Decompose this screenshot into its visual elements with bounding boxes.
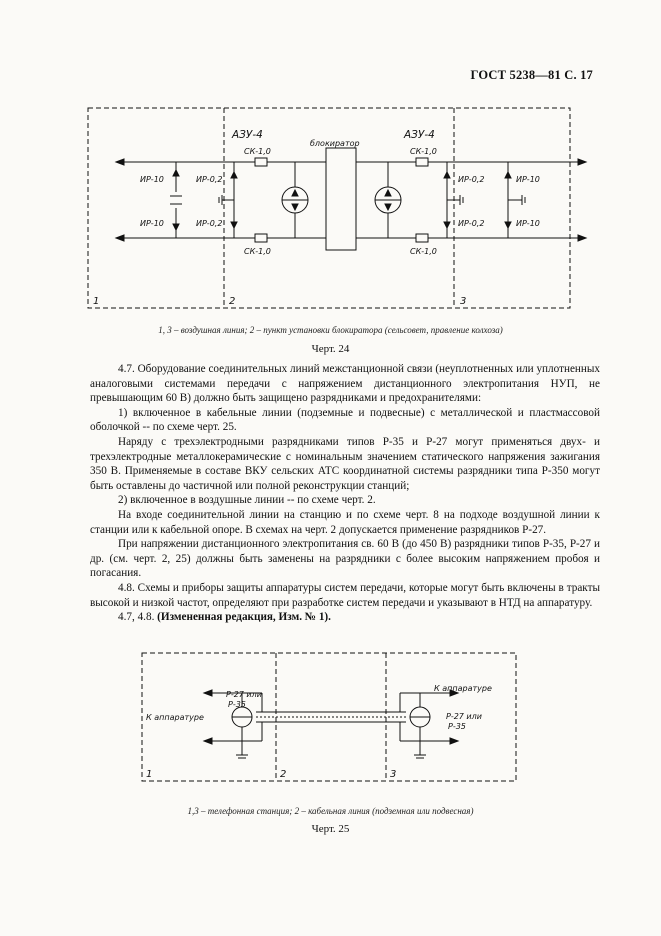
figure-24-diagram: АЗУ-4 АЗУ-4 блокиратор СК-1,0 СК-1,0 СК-… [87, 107, 588, 309]
arrow-right-bottom [577, 234, 588, 242]
paragraph-arresters: Наряду с трехэлектродными разрядниками т… [90, 435, 600, 492]
ir10-tl-label: ИР-10 [140, 175, 164, 184]
ir02-tr-label: ИР-0,2 [458, 175, 484, 184]
zone-3-label: 3 [460, 296, 466, 307]
fuse-tl-label: СК-1,0 [244, 147, 271, 156]
paragraph-item-1: 1) включенное в кабельные линии (подземн… [90, 406, 600, 434]
arrester-right-type-1: Р-27 или [446, 712, 482, 721]
figure-24: АЗУ-4 АЗУ-4 блокиратор СК-1,0 СК-1,0 СК-… [0, 100, 661, 315]
azu-right-label: АЗУ-4 [403, 129, 435, 141]
ir02-br-label: ИР-0,2 [458, 219, 484, 228]
figure-24-number: Черт. 24 [311, 343, 350, 355]
zone-3-label-25: 3 [390, 769, 396, 780]
figure-24-caption: 1, 3 – воздушная линия; 2 – пункт устано… [158, 325, 503, 335]
paragraph-voltage: При напряжении дистанционного электропит… [90, 538, 600, 580]
paragraph-4-7: 4.7. Оборудование соединительных линий м… [90, 363, 600, 405]
ir02-tl-label: ИР-0,2 [196, 175, 222, 184]
paragraph-4-8: 4.8. Схемы и приборы защиты аппаратуры с… [90, 581, 600, 609]
fuse-br-label: СК-1,0 [410, 247, 437, 256]
ir10-bl-label: ИР-10 [140, 219, 164, 228]
ir10-br-label: ИР-10 [516, 219, 540, 228]
arrow-left-bottom [114, 234, 125, 242]
arrester-left-type-1: Р-27 или [226, 690, 262, 699]
arrester-left-type-2: Р-35 [228, 700, 246, 709]
to-apparatus-left: К аппаратуре [146, 713, 204, 722]
body-text: 4.7. Оборудование соединительных линий м… [90, 362, 600, 625]
zone-1-label-25: 1 [146, 769, 152, 780]
to-apparatus-right: К аппаратуре [434, 684, 492, 693]
paragraph-revision: 4.7, 4.8. (Измененная редакция, Изм. № 1… [90, 610, 600, 625]
revision-note: (Измененная редакция, Изм. № 1). [157, 611, 331, 624]
ir10-tr-label: ИР-10 [516, 175, 540, 184]
blocker-box [325, 147, 357, 251]
paragraph-item-2: 2) включенное в воздушные линии -- по сх… [118, 494, 376, 507]
paragraph-input: На входе соединительной линии на станцию… [90, 508, 600, 536]
arrow-left-top [114, 158, 125, 166]
page-header: ГОСТ 5238—81 С. 17 [470, 68, 593, 82]
arrester-right-type-2: Р-35 [448, 722, 466, 731]
fuse-bl-label: СК-1,0 [244, 247, 271, 256]
blocker-label: блокиратор [310, 139, 360, 148]
zone-frame-25 [141, 652, 517, 782]
fuse-tr [415, 157, 429, 167]
figure-25-caption: 1,3 – телефонная станция; 2 – кабельная … [187, 806, 474, 816]
figure-25-diagram: К аппаратуре К аппаратуре Р-27 или Р-35 … [141, 652, 517, 782]
zone-2-label: 2 [229, 296, 235, 307]
figure-25-number: Черт. 25 [311, 823, 350, 835]
arrow-right-top [577, 158, 588, 166]
ir02-bl-label: ИР-0,2 [196, 219, 222, 228]
zone-frame [87, 107, 571, 309]
zone-1-label: 1 [93, 296, 99, 307]
azu-left-label: АЗУ-4 [231, 129, 263, 141]
zone-2-label-25: 2 [280, 769, 286, 780]
fuse-bl [254, 233, 268, 243]
revision-prefix: 4.7, 4.8. [118, 611, 158, 624]
fuse-tl [254, 157, 268, 167]
figure-25: К аппаратуре К аппаратуре Р-27 или Р-35 … [0, 645, 661, 785]
fuse-br [415, 233, 429, 243]
fuse-tr-label: СК-1,0 [410, 147, 437, 156]
